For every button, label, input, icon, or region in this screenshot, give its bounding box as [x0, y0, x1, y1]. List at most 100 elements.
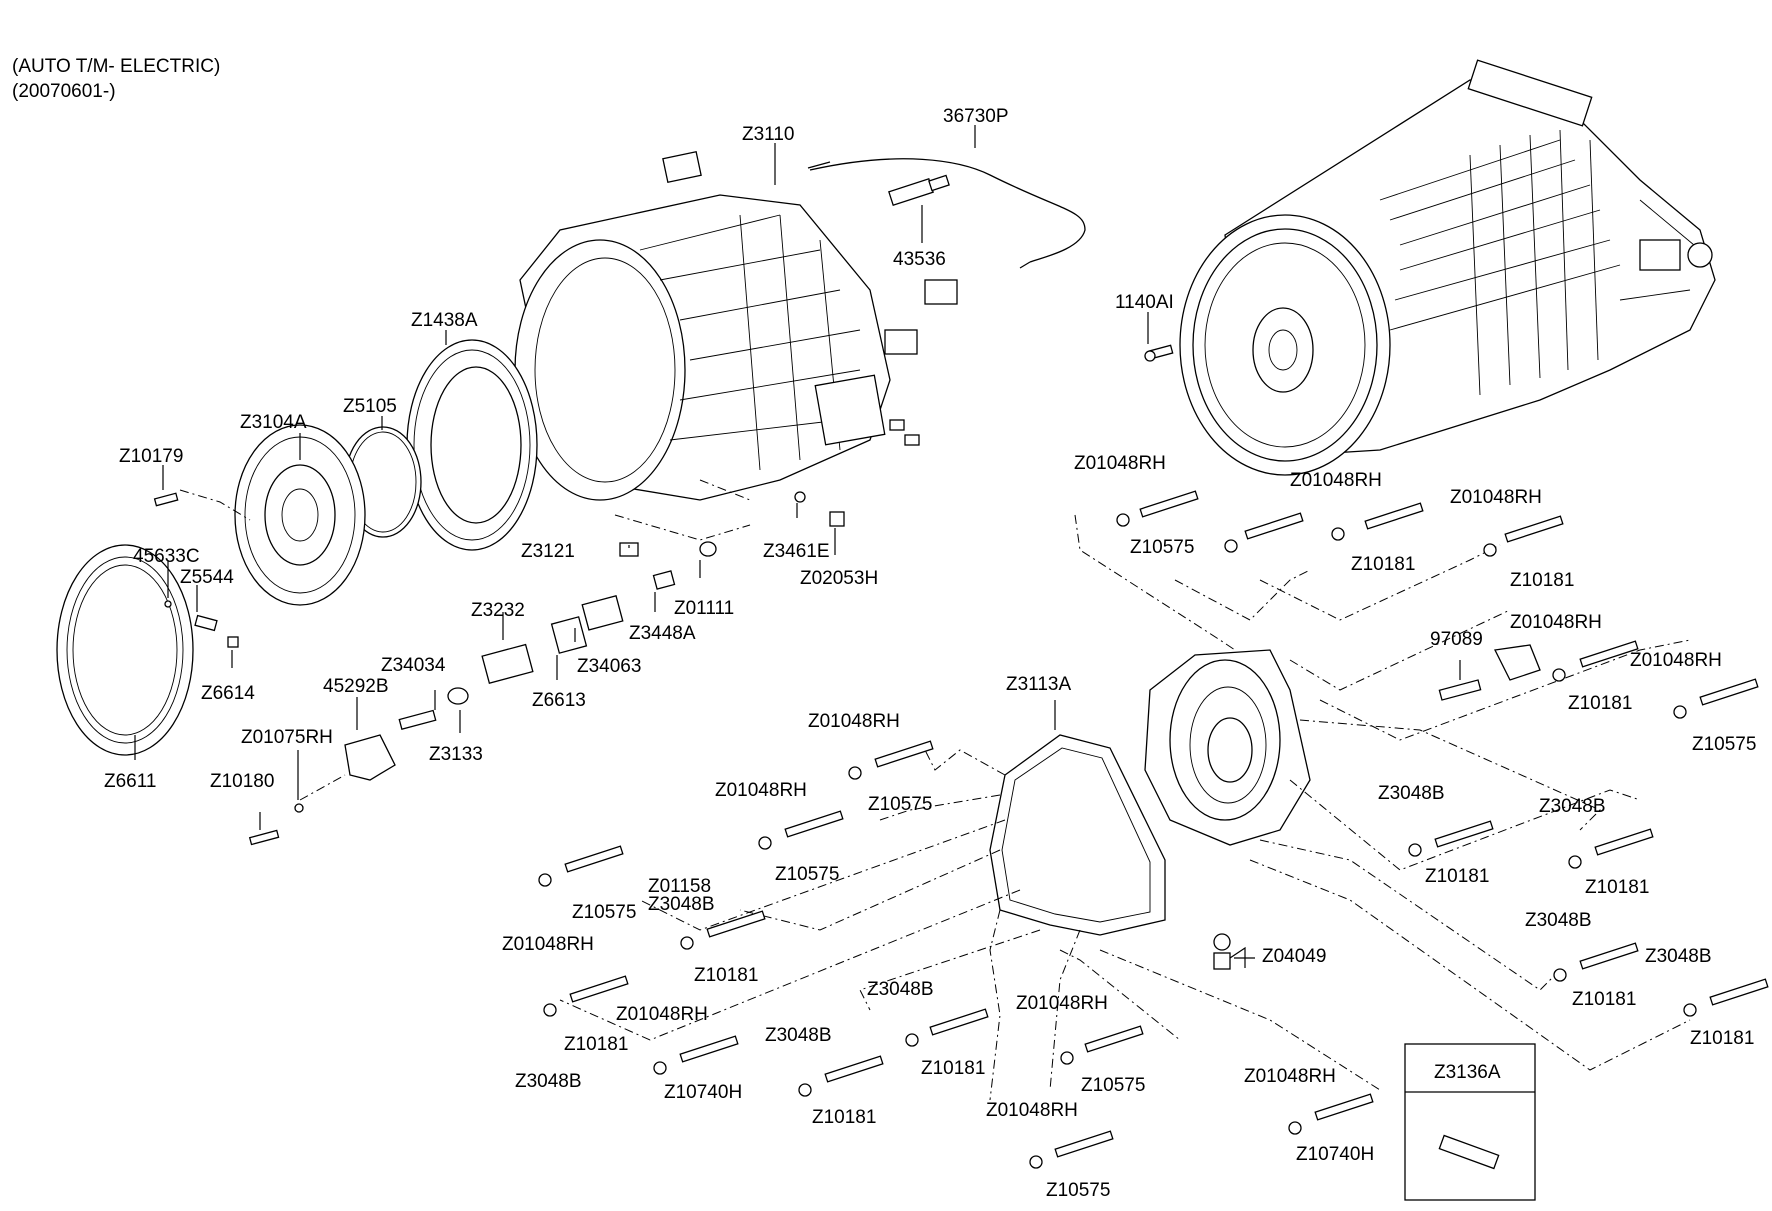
- label-z3121: Z3121: [521, 541, 575, 562]
- plug-z04049: [1213, 952, 1231, 970]
- label-z04049: Z04049: [1262, 946, 1326, 967]
- label-z3136a: Z3136A: [1434, 1062, 1501, 1083]
- label-z3113a: Z3113A: [1006, 674, 1071, 695]
- label-z34034: Z34034: [381, 655, 446, 676]
- pin-97089: [1438, 679, 1482, 701]
- label-z10575: Z10575: [868, 794, 932, 815]
- label-z3104a: Z3104A: [240, 412, 307, 433]
- label-z1438a: Z1438A: [411, 310, 478, 331]
- label-z3448a: Z3448A: [629, 623, 696, 644]
- bolt-z10179: [153, 492, 179, 507]
- label-z3048b: Z3048B: [1525, 910, 1592, 931]
- label-z01048rh: Z01048RH: [986, 1100, 1078, 1121]
- label-z10181: Z10181: [564, 1034, 628, 1055]
- label-z3232: Z3232: [471, 600, 525, 621]
- shield-z1438a: [406, 339, 538, 551]
- part-labels: Z3110 36730P 43536 1140AI Z1438A Z5105 Z…: [104, 106, 1756, 1201]
- label-z3048b: Z3048B: [1645, 946, 1712, 967]
- label-z01075rh: Z01075RH: [241, 727, 333, 748]
- label-z34063: Z34063: [577, 656, 641, 677]
- label-z10575: Z10575: [572, 902, 636, 923]
- bolt-set: [538, 490, 1769, 1169]
- assembled-transmission-drawing: [1179, 59, 1716, 476]
- label-z10575: Z10575: [1692, 734, 1756, 755]
- label-z01048rh: Z01048RH: [1290, 470, 1382, 491]
- plug-z6614: [227, 636, 239, 648]
- tag-plate: [884, 329, 918, 355]
- spring-z5544: [194, 614, 218, 632]
- label-z3048b: Z3048B: [648, 894, 715, 915]
- gasket-97089: [1494, 644, 1541, 681]
- label-z02053h: Z02053H: [800, 568, 878, 589]
- label-z01048rh: Z01048RH: [715, 780, 807, 801]
- bolt-1140ai: [1144, 344, 1174, 362]
- label-z10181: Z10181: [1585, 877, 1649, 898]
- label-36730p: 36730P: [943, 106, 1009, 127]
- label-z3048b: Z3048B: [765, 1025, 832, 1046]
- label-z10181: Z10181: [812, 1107, 876, 1128]
- label-z5544: Z5544: [180, 567, 234, 588]
- label-z10181: Z10181: [1425, 866, 1489, 887]
- header-line-1: (AUTO T/M- ELECTRIC): [12, 56, 220, 77]
- label-z10181: Z10181: [1351, 554, 1415, 575]
- label-z10181: Z10181: [1568, 693, 1632, 714]
- label-z01048rh: Z01048RH: [1016, 993, 1108, 1014]
- sensor-43536: [888, 174, 950, 206]
- label-z10740h: Z10740H: [1296, 1144, 1374, 1165]
- z3136a-box: [1404, 1043, 1536, 1201]
- valve-assembly: [344, 491, 845, 781]
- label-z10181: Z10181: [694, 965, 758, 986]
- label-z01048rh: Z01048RH: [616, 1004, 708, 1025]
- label-z10180: Z10180: [210, 771, 274, 792]
- label-z3461e: Z3461E: [763, 541, 830, 562]
- label-z3048b: Z3048B: [515, 1071, 582, 1092]
- tag-plate: [924, 279, 958, 305]
- dashed-leader-lines: [179, 479, 1691, 1101]
- label-z6614: Z6614: [201, 683, 255, 704]
- pipe-36730p: [809, 158, 1086, 263]
- oring-z04049: [1213, 933, 1231, 951]
- label-z01048rh: Z01048RH: [1450, 487, 1542, 508]
- label-z10181: Z10181: [921, 1058, 985, 1079]
- label-z3048b: Z3048B: [1378, 783, 1445, 804]
- label-z01048rh: Z01048RH: [808, 711, 900, 732]
- label-z10740h: Z10740H: [664, 1082, 742, 1103]
- label-z10575: Z10575: [1081, 1075, 1145, 1096]
- label-z10575: Z10575: [1046, 1180, 1110, 1201]
- pin-45633c: [164, 600, 172, 608]
- converter-housing-drawing: [1144, 649, 1311, 846]
- label-z01048rh: Z01048RH: [1630, 650, 1722, 671]
- gear-z3104a: [234, 424, 366, 606]
- label-45633c: 45633C: [133, 546, 200, 567]
- transmission-housing-drawing: [514, 194, 920, 501]
- label-z01111: Z01111: [674, 598, 734, 619]
- gasket-z3113a: [989, 734, 1166, 936]
- label-z3048b: Z3048B: [1539, 796, 1606, 817]
- washer-z01075rh: [294, 803, 304, 813]
- label-z01048rh: Z01048RH: [1510, 612, 1602, 633]
- label-z6611: Z6611: [104, 771, 156, 792]
- label-z10575: Z10575: [775, 864, 839, 885]
- tag-plate: [662, 150, 702, 184]
- label-z10181: Z10181: [1510, 570, 1574, 591]
- label-z6613: Z6613: [532, 690, 586, 711]
- bolt-z10180: [248, 829, 280, 846]
- label-z01158: Z01158: [648, 876, 711, 897]
- label-45292b: 45292B: [323, 676, 389, 697]
- label-z10179: Z10179: [119, 446, 183, 467]
- label-z01048rh: Z01048RH: [502, 934, 594, 955]
- label-z10181: Z10181: [1572, 989, 1636, 1010]
- label-z3110: Z3110: [742, 124, 794, 145]
- label-z01048rh: Z01048RH: [1074, 453, 1166, 474]
- label-z3048b: Z3048B: [867, 979, 934, 1000]
- label-1140ai: 1140AI: [1115, 292, 1174, 313]
- header-line-2: (20070601-): [12, 81, 116, 102]
- label-43536: 43536: [893, 249, 946, 270]
- label-z3133: Z3133: [429, 744, 483, 765]
- solid-leader-lines: [134, 125, 1461, 968]
- tone-ring-z6611: [56, 544, 194, 756]
- label-z10181: Z10181: [1690, 1028, 1754, 1049]
- label-z01048rh: Z01048RH: [1244, 1066, 1336, 1087]
- label-97089: 97089: [1430, 629, 1483, 650]
